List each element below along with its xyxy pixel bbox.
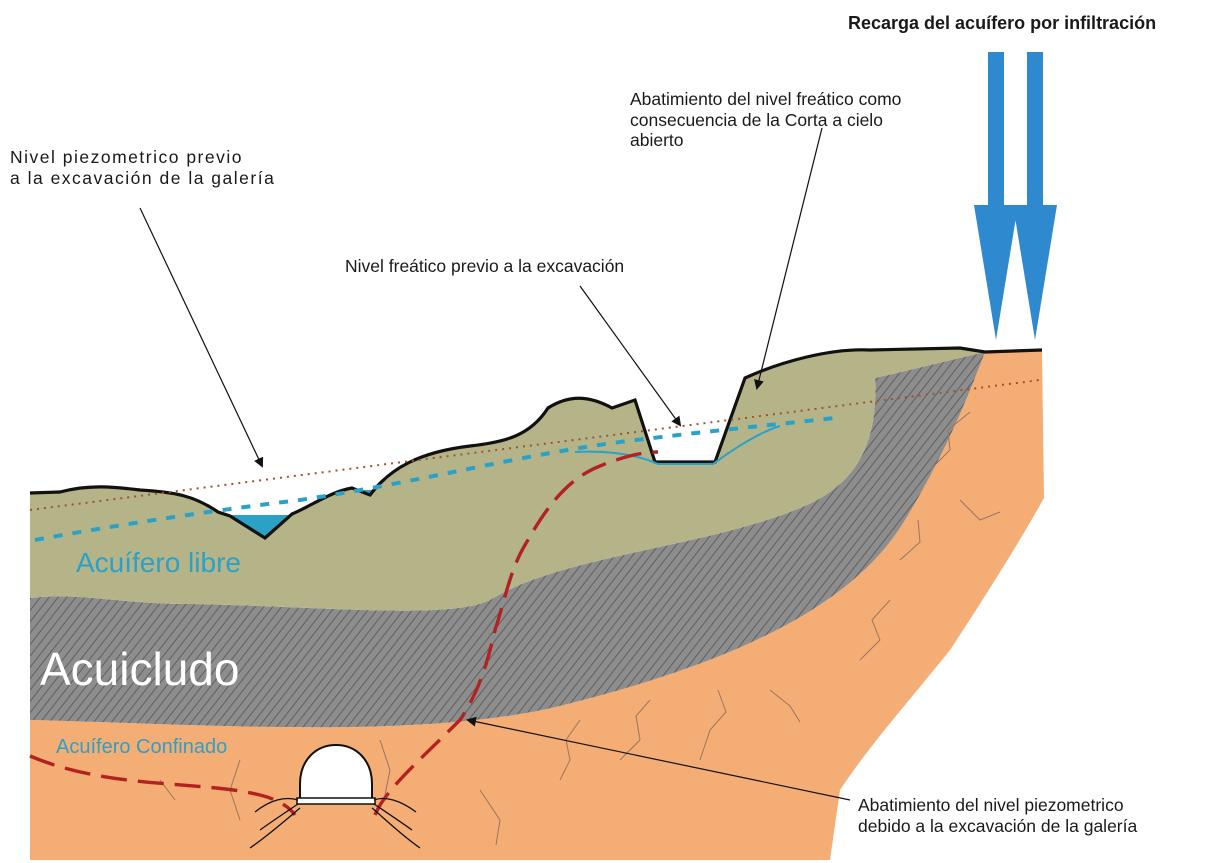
prior-piezometric-label: Nivel piezometrico previo a la excavació… [10,147,276,188]
recharge-arrow-right [1013,52,1057,340]
aquiclude-layer [30,352,985,728]
prior-water-table-label: Nivel freático previo a la excavación [345,256,625,276]
leader-lines [139,127,851,801]
recharge-arrow-left [974,52,1018,340]
gallery-flow-lines [249,797,421,849]
prior-piezometric-line [29,379,1041,511]
unconfined-aquifer-label: Acuífero libre [76,547,241,578]
confined-aquifer-label: Acuífero Confinado [56,736,228,758]
leader-open-pit-drawdown [754,127,823,390]
pit-drawdown-cone [574,425,781,465]
recharge-label: Recarga del acuífero por infiltración [848,13,1157,33]
surface-lake [228,515,290,538]
unconfined-aquifer-layer [30,348,985,611]
leader-prior-piezometric [139,207,264,468]
gallery-tunnel [296,743,376,805]
open-pit-drawdown-label: Abatimiento del nivel freático como cons… [630,89,902,151]
leader-prior-water-table [579,285,682,427]
aquiclude-label: Acuicludo [40,643,240,695]
piezometric-drawdown-line [29,450,659,817]
ground-surface [29,346,1043,540]
gallery-drawdown-label: Abatimiento del nivel piezometrico debid… [858,795,1138,836]
recharge-arrows [974,52,1057,340]
confined-aquifer-layer [30,350,1044,860]
leader-gallery-drawdown [466,716,851,801]
prior-water-table-line [34,416,836,542]
